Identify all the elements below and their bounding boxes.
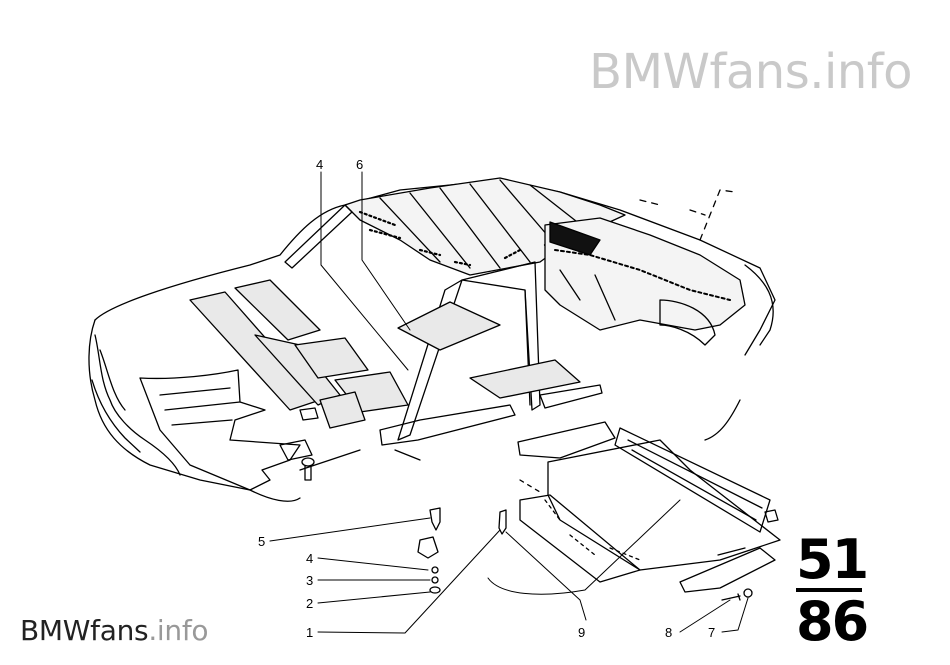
callout-6: 6 (356, 157, 364, 172)
fastener-front (301, 457, 315, 481)
callout-8: 8 (665, 625, 673, 640)
leader-lines (269, 171, 749, 634)
watermark-bottom-main: BMWfans (20, 614, 149, 647)
front-floor-pads (189, 279, 581, 429)
hardware-parts (417, 507, 753, 601)
group-code-top: 51 (796, 528, 869, 591)
callout-2: 2 (306, 596, 314, 611)
watermark-bottom: BMWfans.info (20, 614, 209, 647)
callout-3: 3 (306, 573, 314, 588)
watermark-top-main: BMWfans (589, 44, 810, 100)
footwell-trim (139, 369, 319, 491)
callout-5: 5 (258, 534, 266, 549)
watermark-bottom-suffix: .info (148, 614, 209, 647)
car-body-outline (88, 179, 776, 502)
callout-4-top: 4 (316, 157, 324, 172)
group-code-divider (796, 588, 862, 592)
sills (379, 384, 603, 446)
callout-7: 7 (708, 625, 716, 640)
watermark-top-suffix: .info (809, 44, 912, 100)
callout-4: 4 (306, 551, 314, 566)
rear-floor-carpet (517, 421, 781, 593)
group-code-bottom: 86 (796, 590, 869, 653)
rear-trim (544, 217, 746, 346)
watermark-top: BMWfans.info (589, 44, 912, 100)
callout-1: 1 (306, 625, 314, 640)
callout-9: 9 (578, 625, 586, 640)
